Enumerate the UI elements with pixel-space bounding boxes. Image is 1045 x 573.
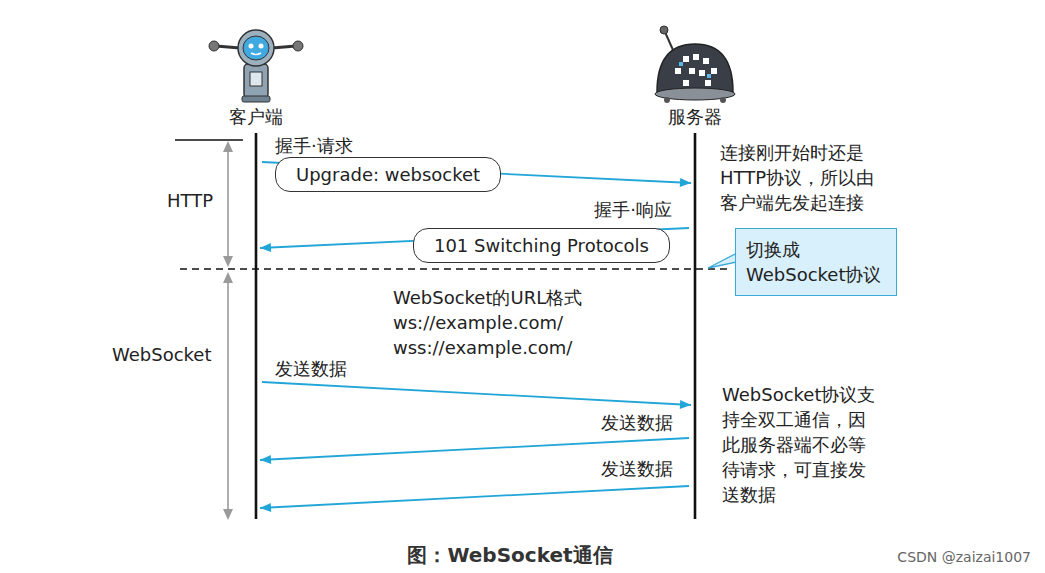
message-label: 握手·请求 xyxy=(275,133,353,158)
url-note: WebSocket的URL格式 ws://example.com/ wss://… xyxy=(393,285,623,360)
phase-divider xyxy=(180,268,732,270)
watermark: CSDN @zaizai1007 xyxy=(897,547,1031,567)
arrow-head xyxy=(260,455,271,464)
handshake-request-box: Upgrade: websocket xyxy=(275,157,501,192)
node-text: 客户端 xyxy=(206,104,306,129)
node-text: 服务器 xyxy=(645,104,745,129)
callout-pointer xyxy=(708,253,737,268)
node-text: 切换成 WebSocket协议 xyxy=(746,237,886,287)
arrow-head xyxy=(260,243,271,252)
message-arrow xyxy=(262,162,691,187)
handshake-response-box: 101 Switching Protocols xyxy=(413,228,670,263)
message-label: 发送数据 xyxy=(275,356,347,381)
client-actor: 客户端 xyxy=(206,22,306,129)
node-text: Upgrade: websocket xyxy=(296,162,480,187)
message-arrow xyxy=(262,382,691,409)
top-rule xyxy=(175,139,243,141)
figure-caption: 图：WebSocket通信 xyxy=(407,543,612,568)
server-lifeline xyxy=(694,133,697,519)
note-text: WebSocket协议支 持全双工通信，因 此服务器端不必等 待请求，可直接发 … xyxy=(722,382,900,507)
arrow-line xyxy=(260,438,689,460)
message-arrow xyxy=(260,486,689,512)
message-label: 发送数据 xyxy=(601,410,673,435)
arrow-head xyxy=(680,400,691,409)
phase-brackets xyxy=(223,141,233,520)
robot-illustration xyxy=(645,22,745,104)
arrow-head xyxy=(680,178,691,187)
phase-label: WebSocket xyxy=(112,342,212,367)
robot-illustration xyxy=(206,22,306,104)
client-lifeline xyxy=(255,133,258,519)
phase-label: HTTP xyxy=(167,188,213,213)
server-actor: 服务器 xyxy=(645,22,745,129)
protocol-switch-callout: 切换成 WebSocket协议 xyxy=(735,228,897,296)
arrow-line xyxy=(260,486,689,508)
message-label: 握手·响应 xyxy=(594,197,672,222)
arrow-head xyxy=(260,503,271,512)
message-label: 发送数据 xyxy=(601,456,673,481)
arrow-line xyxy=(262,382,691,405)
note-text: 连接刚开始时还是 HTTP协议，所以由 客户端先发起连接 xyxy=(720,140,930,215)
node-text: 101 Switching Protocols xyxy=(434,233,649,258)
